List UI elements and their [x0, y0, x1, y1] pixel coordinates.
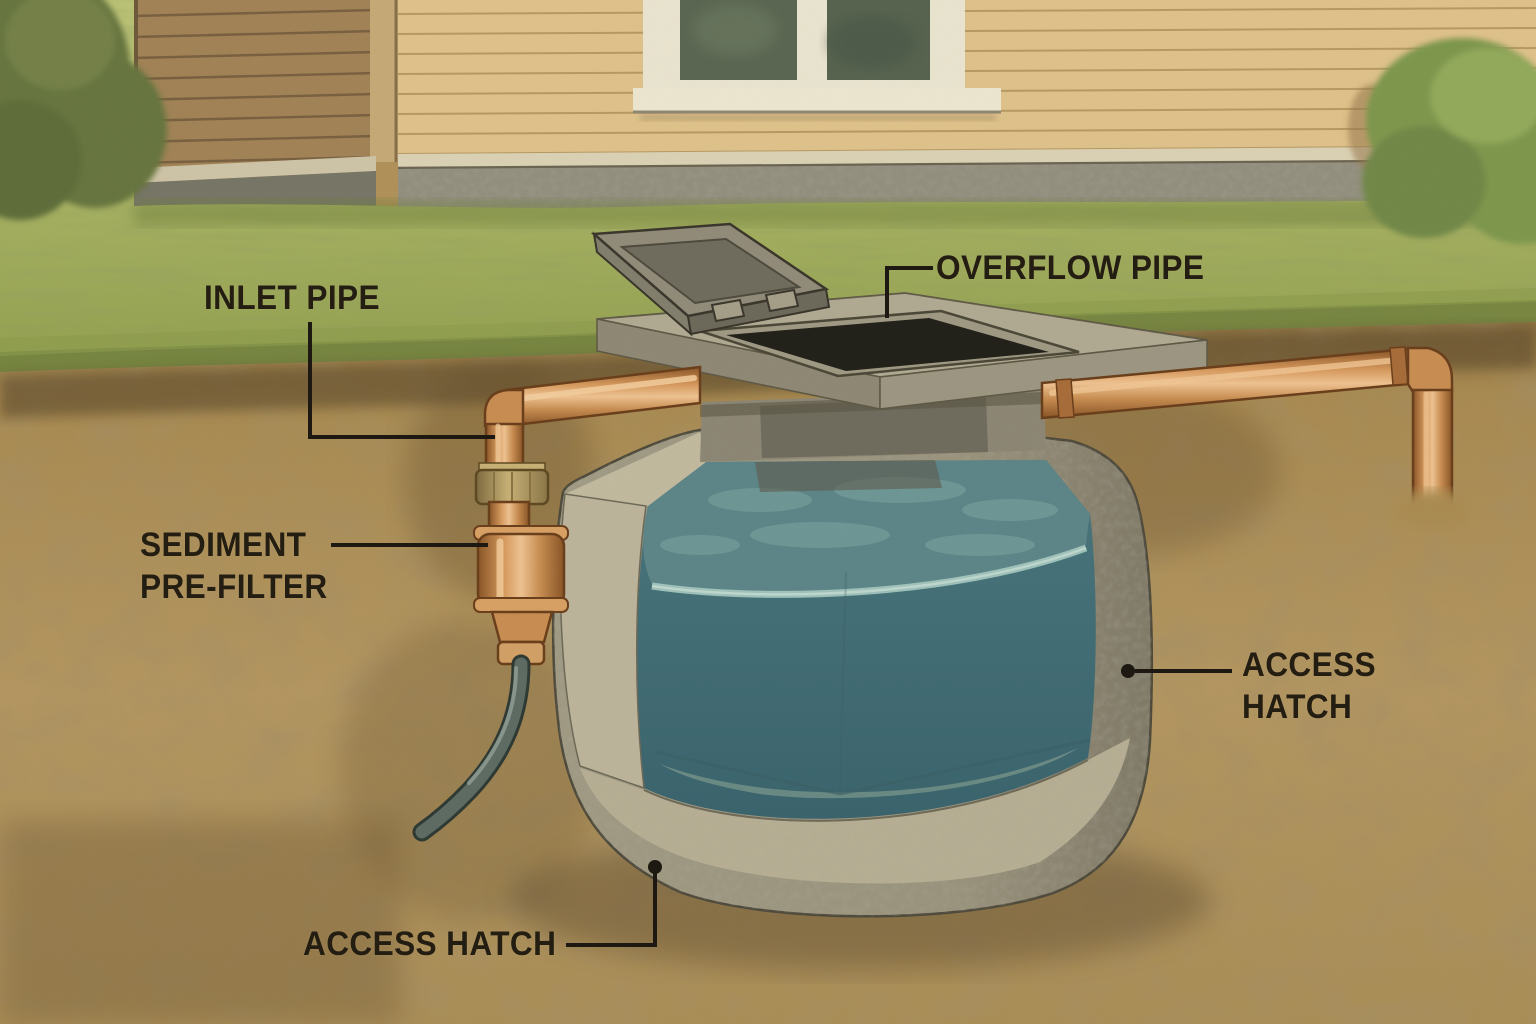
label-sediment-line2: PRE-FILTER: [140, 568, 328, 606]
label-access-hatch-right: ACCESS HATCH: [1242, 644, 1376, 728]
label-overflow-pipe: OVERFLOW PIPE: [936, 249, 1205, 287]
label-sediment-line1: SEDIMENT: [140, 526, 307, 564]
label-access-right-line1: ACCESS: [1242, 646, 1377, 684]
label-access-right-line2: HATCH: [1242, 688, 1353, 726]
label-sediment-prefilter: SEDIMENT PRE-FILTER: [140, 524, 328, 608]
label-inlet-pipe: INLET PIPE: [204, 279, 380, 317]
label-access-hatch-bottom: ACCESS HATCH: [303, 925, 557, 963]
